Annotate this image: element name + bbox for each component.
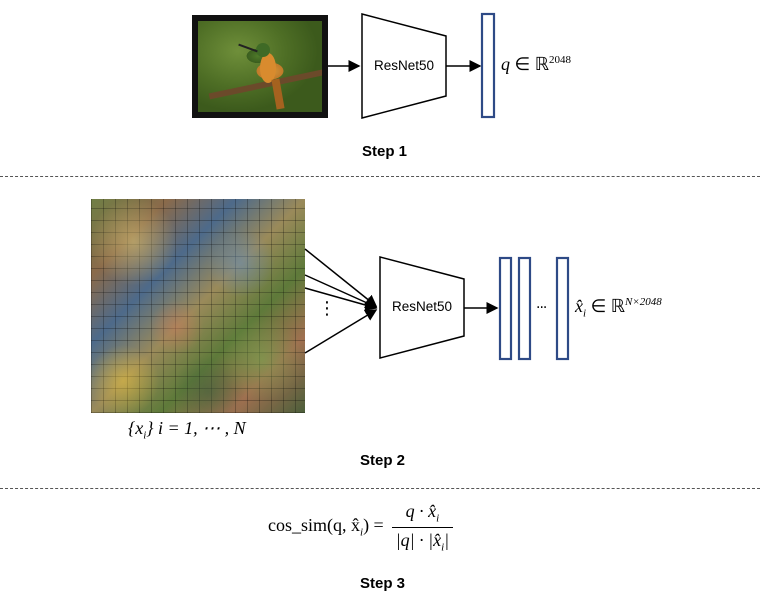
set-sub: i [143, 429, 147, 442]
formula-denominator: |q| · |x̂i| [395, 529, 450, 554]
step1-label: Step 1 [362, 143, 408, 160]
set-open: {x [128, 418, 144, 438]
vertical-dots: ⋮ [318, 298, 336, 319]
fan-arrow-3 [304, 287, 378, 311]
set-rest: } i = 1, ⋯ , N [146, 418, 246, 438]
fan-arrow-4 [304, 309, 378, 354]
step1-output-exp: 2048 [548, 54, 571, 66]
formula-numerator: q · x̂i [405, 500, 440, 525]
step3-label: Step 3 [360, 575, 406, 592]
step1-output-label: q ∈ ℝ2048 [501, 54, 571, 74]
formula-fraction-bar [391, 526, 454, 528]
step2-output-label: x̂i ∈ ℝN×2048 [575, 296, 662, 320]
step2-label: Step 2 [360, 452, 406, 469]
fan-arrow-1 [304, 248, 378, 307]
step1-output-var: q [501, 54, 510, 74]
cosine-similarity-formula: cos_sim(q, x̂i) = q · x̂i |q| · |x̂i| [268, 500, 454, 554]
step2-network-label: ResNet50 [391, 299, 453, 314]
hummingbird-image [198, 21, 322, 112]
step2-resnet-trapezoid [379, 256, 465, 359]
step1-feature-vector [480, 12, 496, 119]
fan-arrow-2 [304, 274, 378, 309]
step2-output-sub: i [583, 307, 587, 320]
set-notation: {xi} i = 1, ⋯ , N [128, 418, 246, 442]
step2-output-space: ℝ [610, 296, 626, 316]
divider-2 [0, 488, 760, 489]
horizontal-dots: ··· [536, 300, 547, 316]
feature-vector-n [555, 256, 570, 361]
step1-network-label: ResNet50 [373, 58, 435, 73]
feature-vector-1 [498, 256, 513, 361]
step1-output-space: ℝ [534, 54, 549, 74]
formula-fraction: q · x̂i |q| · |x̂i| [391, 500, 454, 554]
step1-resnet-trapezoid [361, 13, 447, 119]
feature-vector-2 [517, 256, 532, 361]
divider-1 [0, 176, 760, 177]
step2-output-exp: N×2048 [625, 296, 662, 308]
step2-diagram [304, 248, 570, 361]
step1-query-image [192, 15, 328, 118]
image-mosaic [91, 199, 305, 413]
step1-diagram [328, 12, 496, 119]
step2-output-var: x̂ [575, 296, 583, 316]
formula-lhs: cos_sim(q, x̂i) = [268, 515, 384, 539]
